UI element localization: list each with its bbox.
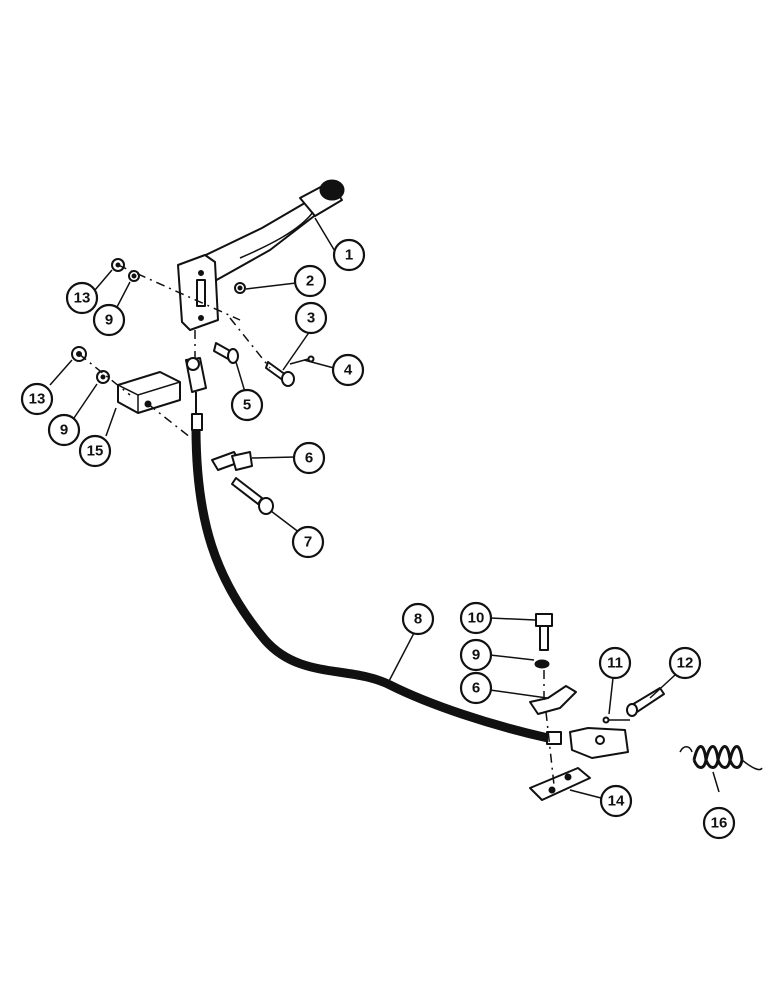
leader-lines	[49, 217, 720, 799]
callout-1: 1	[332, 238, 366, 272]
callout-8-label: 8	[414, 611, 422, 628]
callout-7: 7	[291, 525, 325, 559]
callout-14: 14	[599, 784, 633, 818]
callout-13-upper-label: 13	[74, 290, 91, 307]
callout-16: 16	[702, 806, 736, 840]
callout-14-label: 14	[608, 793, 625, 810]
callout-9-left-label: 9	[60, 422, 68, 439]
callout-2: 2	[293, 264, 327, 298]
callout-12-label: 12	[677, 655, 694, 672]
callout-11: 11	[598, 646, 632, 680]
mounting-block	[117, 371, 181, 414]
hardware	[71, 258, 665, 801]
callout-2-label: 2	[306, 273, 314, 290]
callout-9-left: 9	[47, 413, 81, 447]
callout-5: 5	[230, 388, 264, 422]
callout-13-lower-label: 13	[29, 391, 46, 408]
callout-3: 3	[294, 301, 328, 335]
callout-5-label: 5	[243, 397, 251, 414]
callout-7-label: 7	[304, 534, 312, 551]
alignment-lines	[78, 264, 555, 786]
callout-13-lower: 13	[20, 382, 54, 416]
return-spring	[679, 745, 763, 771]
callout-9-right-label: 9	[472, 647, 480, 664]
callout-6-lower-label: 6	[472, 680, 480, 697]
callout-10: 10	[459, 601, 493, 635]
callout-9-right: 9	[459, 638, 493, 672]
upper-clevis	[185, 357, 207, 414]
callout-12: 12	[668, 646, 702, 680]
hand-lever	[177, 179, 345, 331]
callout-16-label: 16	[711, 815, 728, 832]
callout-10-label: 10	[468, 610, 485, 627]
callout-15-label: 15	[87, 443, 104, 460]
callout-9-upper: 9	[92, 303, 126, 337]
callout-4: 4	[331, 353, 365, 387]
callout-8: 8	[401, 602, 435, 636]
callout-4-label: 4	[344, 362, 353, 379]
brake-cable	[191, 413, 629, 759]
callout-9-upper-label: 9	[105, 312, 113, 329]
callout-3-label: 3	[307, 310, 315, 327]
callout-6-upper-label: 6	[305, 450, 313, 467]
callout-1-label: 1	[345, 247, 353, 264]
callout-15: 15	[78, 434, 112, 468]
callout-6-upper: 6	[292, 441, 326, 475]
callout-13-upper: 13	[65, 281, 99, 315]
callout-6-lower: 6	[459, 671, 493, 705]
callout-11-label: 11	[607, 655, 623, 672]
